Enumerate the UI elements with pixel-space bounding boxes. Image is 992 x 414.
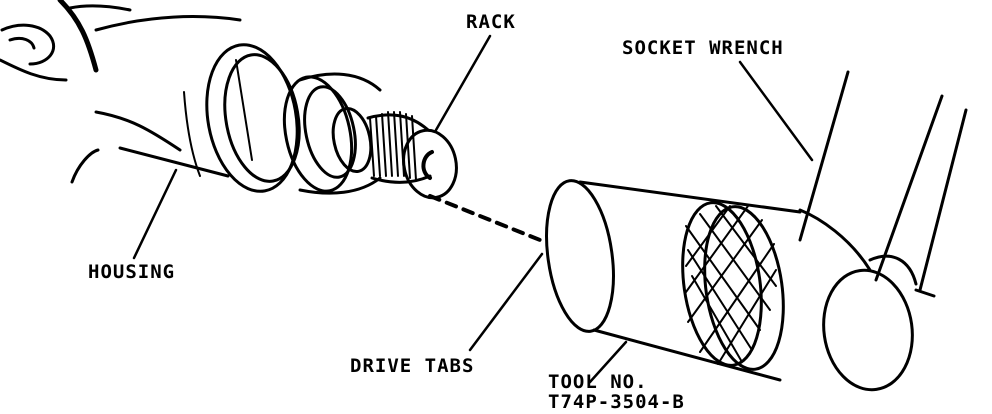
housing-label: HOUSING xyxy=(88,261,176,283)
tool-number-label: TOOL NO. xyxy=(548,371,648,393)
socket-wrench-handle xyxy=(798,70,968,298)
leader-lines xyxy=(132,34,814,384)
rack-leader xyxy=(434,34,492,132)
knurled-band xyxy=(681,201,785,371)
boot-end xyxy=(0,0,132,82)
alignment-dash-line xyxy=(428,194,542,242)
tool-cylinder xyxy=(545,179,914,392)
socket-wrench-leader xyxy=(738,60,814,162)
rack-assembly xyxy=(282,72,458,200)
socket-wrench-label: SOCKET WRENCH xyxy=(622,37,784,59)
tool-leader xyxy=(588,340,628,384)
housing-body xyxy=(70,15,301,193)
drive-tabs-label: DRIVE TABS xyxy=(350,355,475,377)
drive-tabs-leader xyxy=(468,252,544,352)
rack-label: RACK xyxy=(466,11,516,33)
tool-part-number-label: T74P-3504-B xyxy=(548,391,685,413)
housing-leader xyxy=(132,168,178,260)
